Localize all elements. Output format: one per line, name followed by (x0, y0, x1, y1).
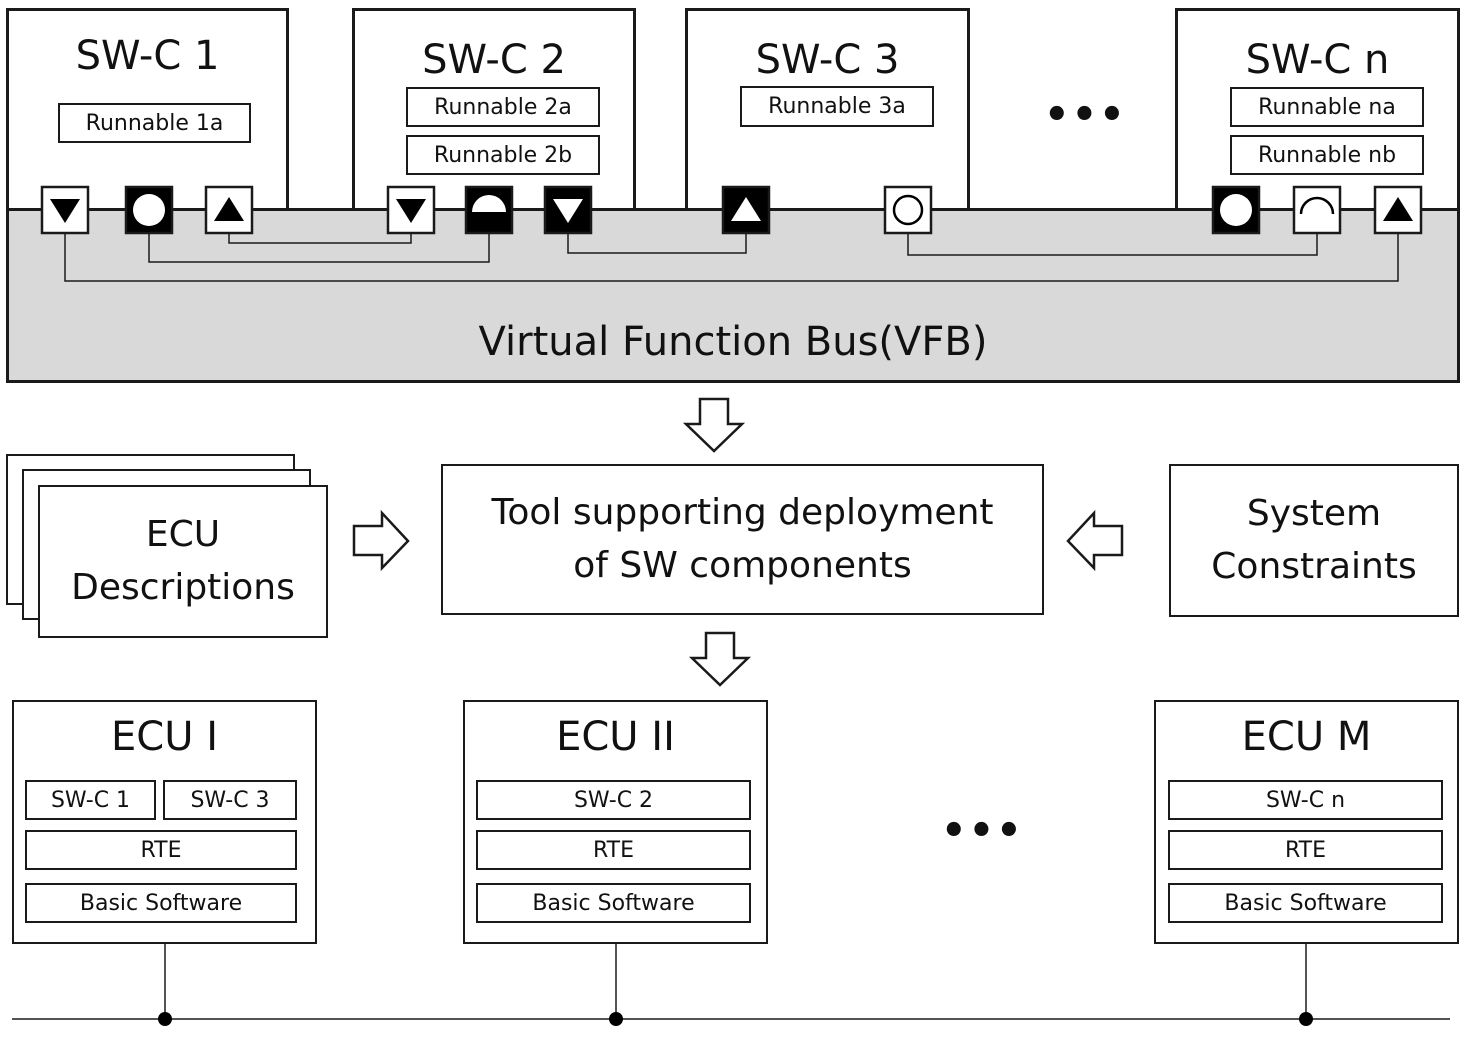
ecu-1-box[interactable]: ECU I SW-C 1 SW-C 3 RTE Basic Software (12, 700, 317, 944)
system-constraints-line2: Constraints (1211, 545, 1417, 587)
ecu-2-bus-node (609, 1012, 623, 1026)
swc-n-port-server[interactable] (1292, 185, 1342, 235)
arrow-down-icon (688, 631, 752, 687)
system-constraints-box[interactable]: System Constraints (1169, 464, 1459, 617)
tool-line1: Tool supporting deployment (491, 492, 994, 534)
swc-1-port-receiver[interactable] (40, 185, 90, 235)
ecu-2-box[interactable]: ECU II SW-C 2 RTE Basic Software (463, 700, 768, 944)
swc-2-port-receiver[interactable] (386, 185, 436, 235)
swc-1-port-client[interactable] (124, 185, 174, 235)
swc-n-title: SW-C n (1245, 37, 1390, 83)
deployment-tool-box[interactable]: Tool supporting deployment of SW compone… (441, 464, 1044, 615)
swc-2-box[interactable]: SW-C 2 Runnable 2a Runnable 2b (352, 8, 636, 211)
runnable-2b[interactable]: Runnable 2b (406, 135, 600, 175)
system-constraints-line1: System (1246, 493, 1382, 535)
runnable-nb[interactable]: Runnable nb (1230, 135, 1424, 175)
ecu-2-title: ECU II (556, 714, 675, 760)
swc-3-port-client[interactable] (883, 185, 933, 235)
runnable-1a[interactable]: Runnable 1a (58, 103, 251, 143)
runnable-3a[interactable]: Runnable 3a (740, 86, 934, 127)
ecu-descriptions-box[interactable]: ECU Descriptions (38, 485, 328, 638)
ecu-1-rte[interactable]: RTE (25, 830, 297, 870)
swc-1-port-sender[interactable] (204, 185, 254, 235)
swc-n-port-client[interactable] (1211, 185, 1261, 235)
ecu-1-swc-3[interactable]: SW-C 3 (163, 780, 297, 820)
ecu-1-bus-node (158, 1012, 172, 1026)
port-connection-lines (64, 233, 1399, 282)
vfb-label: Virtual Function Bus(VFB) (478, 319, 988, 365)
swc-2-title: SW-C 2 (422, 37, 566, 83)
swc-ellipsis: ••• (1044, 92, 1127, 138)
ecu-m-box[interactable]: ECU M SW-C n RTE Basic Software (1154, 700, 1459, 944)
swc-3-box[interactable]: SW-C 3 Runnable 3a (685, 8, 970, 211)
swc-n-port-sender[interactable] (1373, 185, 1423, 235)
ecu-1-swc-1[interactable]: SW-C 1 (25, 780, 156, 820)
ecu-descriptions-line2: Descriptions (71, 566, 295, 608)
swc-3-title: SW-C 3 (755, 37, 900, 83)
ecu-descriptions-line1: ECU (145, 514, 221, 556)
ecu-ellipsis: ••• (941, 808, 1024, 854)
ecu-m-title: ECU M (1241, 714, 1372, 760)
ecu-1-title: ECU I (111, 714, 218, 760)
ecu-2-basic-software[interactable]: Basic Software (476, 883, 751, 923)
swc-1-title: SW-C 1 (75, 33, 220, 79)
ecu-m-bus-node (1299, 1012, 1313, 1026)
ecu-m-swc-n[interactable]: SW-C n (1168, 780, 1443, 820)
swc-n-box[interactable]: SW-C n Runnable na Runnable nb (1175, 8, 1460, 211)
swc-2-port-server[interactable] (464, 185, 514, 235)
ecu-m-basic-software[interactable]: Basic Software (1168, 883, 1443, 923)
swc-2-port-receiver-2[interactable] (543, 185, 593, 235)
swc-3-port-sender[interactable] (721, 185, 771, 235)
tool-line2: of SW components (573, 544, 912, 586)
arrow-right-icon (352, 509, 410, 572)
runnable-2a[interactable]: Runnable 2a (406, 87, 600, 127)
ecu-2-rte[interactable]: RTE (476, 830, 751, 870)
arrow-left-icon (1066, 509, 1124, 572)
arrow-down-icon (682, 397, 746, 453)
virtual-function-bus: Virtual Function Bus(VFB) (6, 208, 1460, 383)
ecu-2-swc-2[interactable]: SW-C 2 (476, 780, 751, 820)
ecu-m-rte[interactable]: RTE (1168, 830, 1443, 870)
ecu-1-basic-software[interactable]: Basic Software (25, 883, 297, 923)
runnable-na[interactable]: Runnable na (1230, 87, 1424, 127)
